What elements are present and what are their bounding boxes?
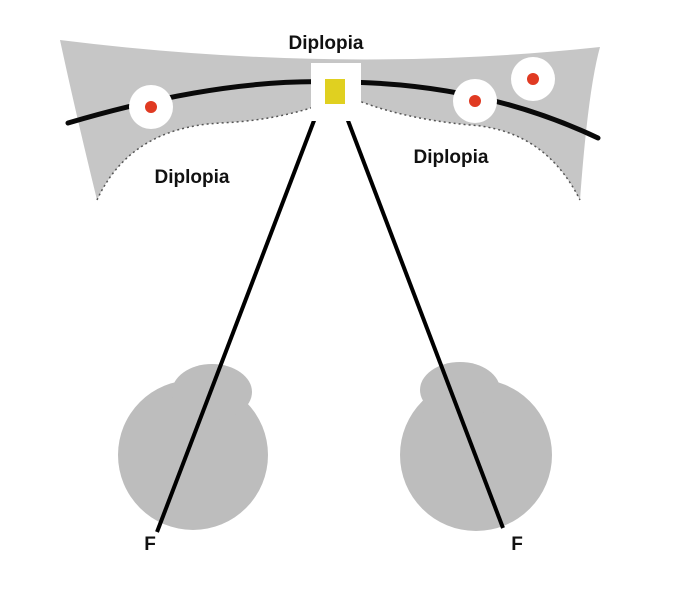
diplopia-left-label: Diplopia <box>155 167 230 188</box>
diplopia-right-label: Diplopia <box>414 147 489 168</box>
diplopia-top-label: Diplopia <box>289 33 364 54</box>
right-visual-axis <box>345 117 505 529</box>
red-dot-target-far-right <box>511 57 555 101</box>
fixation-right-label: F <box>511 534 523 555</box>
left-visual-axis <box>155 117 317 533</box>
right-eye <box>400 362 552 531</box>
fixation-left-label: F <box>144 534 156 555</box>
left-eye <box>118 364 268 530</box>
diplopia-region <box>60 40 600 200</box>
fixation-target-icon <box>311 63 361 121</box>
red-dot-target-left <box>129 85 173 129</box>
red-dot-target-center-right <box>453 79 497 123</box>
